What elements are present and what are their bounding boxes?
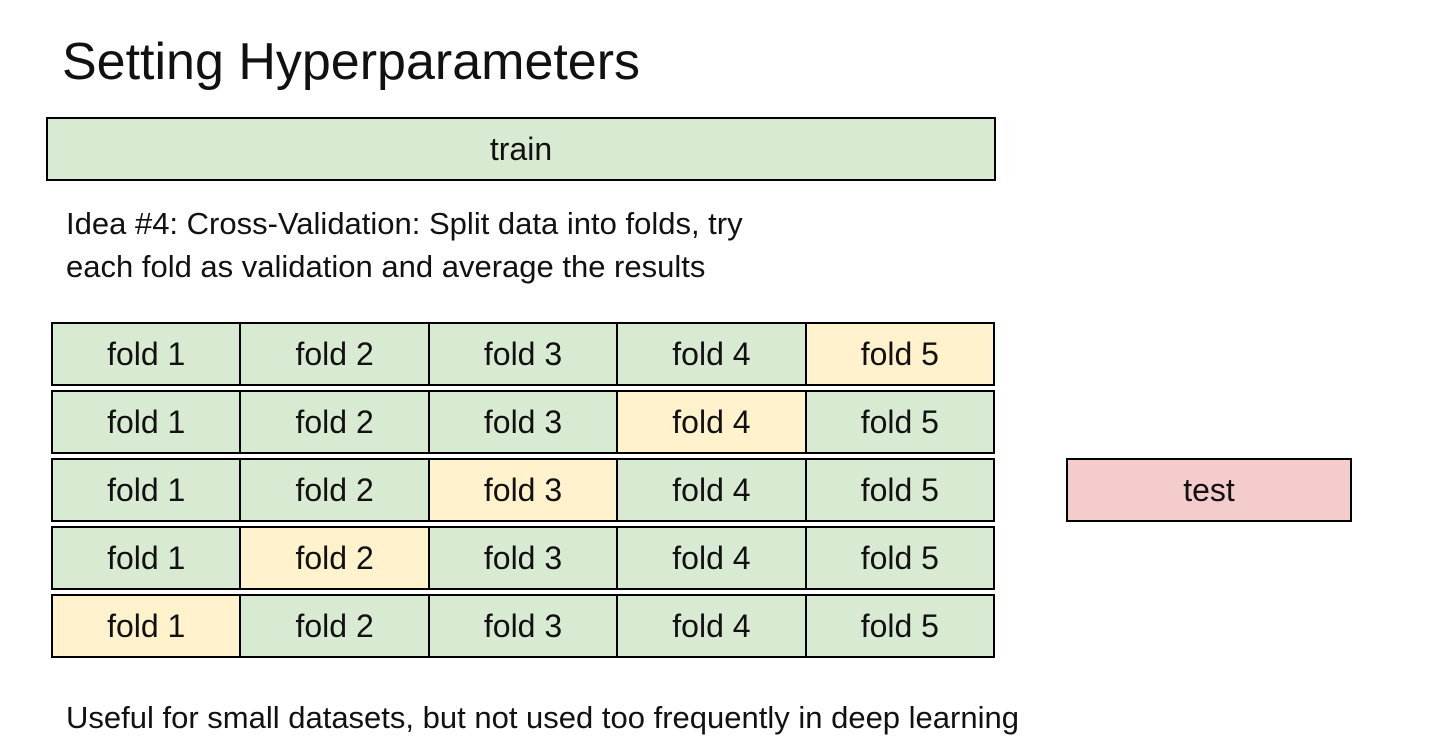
fold-cell-train: fold 3 [427,322,619,386]
idea-text: Idea #4: Cross-Validation: Split data in… [66,202,743,288]
idea-line-2: each fold as validation and average the … [66,249,706,284]
fold-cell-train: fold 5 [804,458,996,522]
fold-cell-validation: fold 3 [427,458,619,522]
fold-cell-train: fold 4 [616,322,807,386]
slide-title: Setting Hyperparameters [62,33,641,91]
fold-cell-train: fold 2 [239,594,430,658]
idea-line-1: Idea #4: Cross-Validation: Split data in… [66,206,743,241]
fold-cell-train: fold 1 [51,390,242,454]
fold-cell-train: fold 2 [239,458,430,522]
fold-cell-train: fold 2 [239,390,430,454]
fold-cell-train: fold 1 [51,322,242,386]
fold-cell-train: fold 4 [616,594,807,658]
train-bar: train [46,117,996,181]
test-label: test [1183,471,1235,508]
fold-cell-validation: fold 1 [51,594,242,658]
train-label: train [489,130,553,167]
fold-cell-train: fold 3 [427,390,619,454]
fold-cell-train: fold 4 [616,526,807,590]
fold-cell-train: fold 5 [804,526,996,590]
fold-cell-train: fold 3 [427,526,619,590]
fold-cell-train: fold 2 [239,322,430,386]
fold-cell-train: fold 5 [804,390,996,454]
fold-cell-train: fold 1 [51,526,242,590]
fold-cell-train: fold 5 [804,594,996,658]
fold-cell-train: fold 4 [616,458,807,522]
fold-cell-validation: fold 2 [239,526,430,590]
test-bar: test [1066,458,1352,522]
fold-cell-train: fold 1 [51,458,242,522]
fold-cell-validation: fold 4 [616,390,807,454]
fold-cell-train: fold 3 [427,594,619,658]
fold-cell-validation: fold 5 [804,322,996,386]
footer-note: Useful for small datasets, but not used … [66,700,1019,735]
